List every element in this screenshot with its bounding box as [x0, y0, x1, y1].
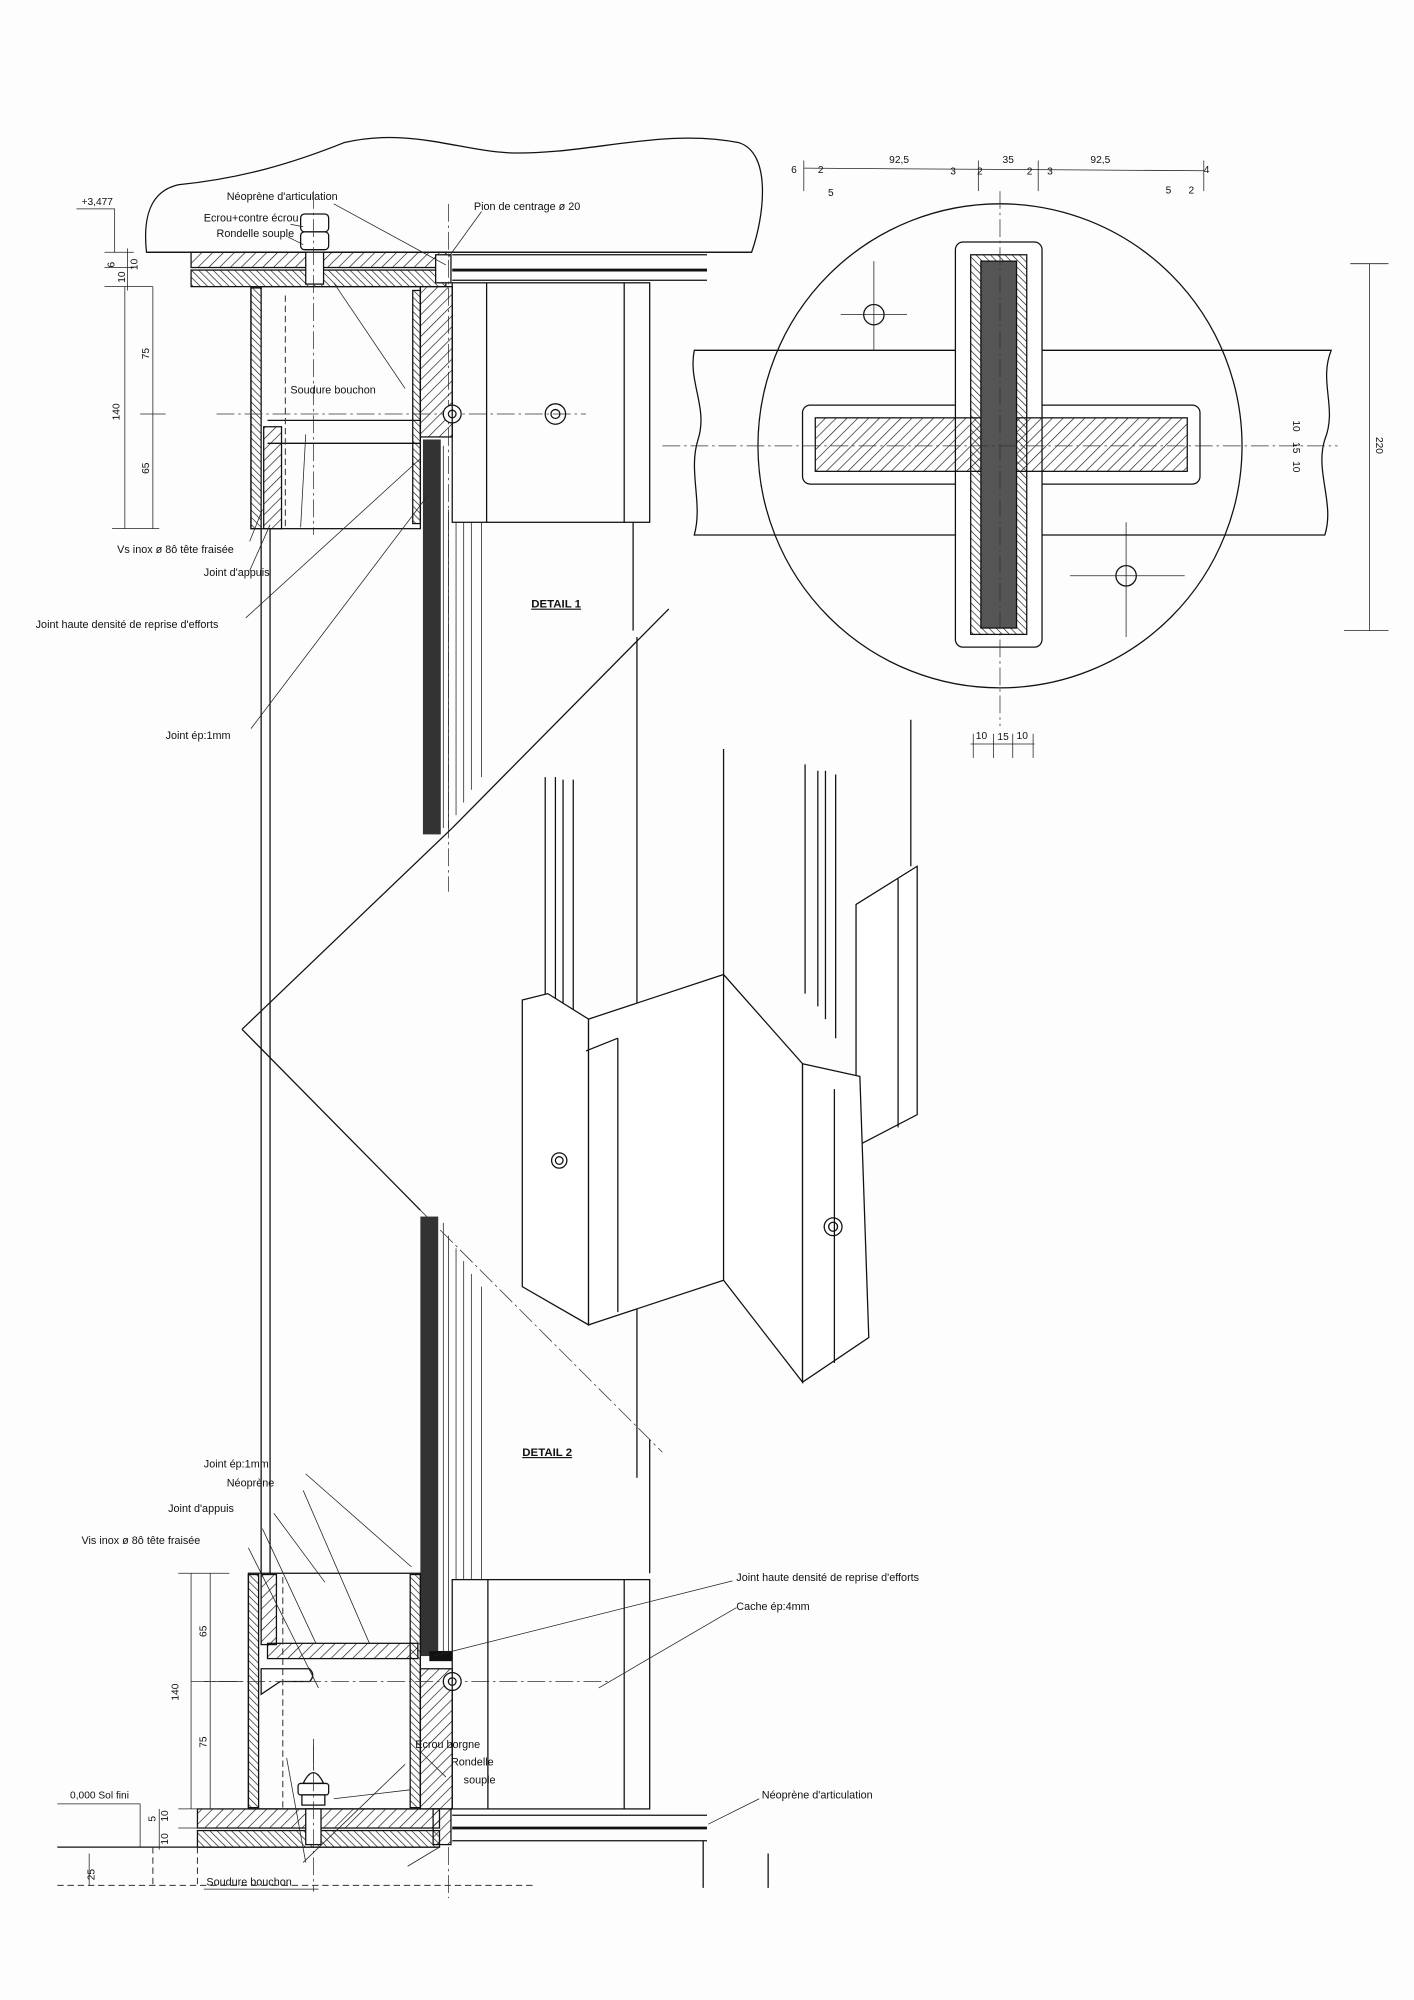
label-joint-1mm: Joint ép:1mm	[204, 1459, 269, 1471]
label-cache: Cache ép:4mm	[736, 1601, 809, 1613]
glass-stack	[420, 439, 482, 1657]
ground-level: 0,000 Sol fini	[70, 1791, 129, 1802]
dim-label: 3	[950, 167, 956, 178]
dim-label: 5	[828, 188, 834, 199]
dim-label: 92,5	[1090, 155, 1110, 166]
centerline-mark	[840, 261, 1185, 637]
label-joint-hd: Joint haute densité de reprise d'efforts	[736, 1572, 919, 1584]
dim-label: 10	[130, 258, 141, 270]
label-vis: Vs inox ø 8ô tête fraisée	[117, 544, 234, 556]
label-souple: souple	[464, 1774, 496, 1786]
label-neoprene-art: Néoprène d'articulation	[762, 1790, 873, 1802]
label-rondelle: Rondelle souple	[217, 228, 295, 240]
label-neoprene: Néoprène d'articulation	[227, 191, 338, 203]
label-ecrou-borgne: Ecrou borgne	[415, 1739, 480, 1751]
label-neoprene: Néoprène	[227, 1478, 274, 1490]
dim-label: 35	[1003, 155, 1015, 166]
beam-strip	[692, 349, 1333, 536]
detail1-cache-box	[451, 282, 651, 523]
dim-label: 65	[141, 462, 152, 474]
column-wall-left	[250, 287, 262, 530]
dim-label: 10	[976, 731, 988, 742]
dim-label: 2	[1027, 167, 1033, 178]
hinge-pin-icon	[823, 1217, 843, 1237]
dim-label: 10	[1290, 420, 1301, 432]
ceiling-outline	[145, 136, 764, 253]
dim-label: 10	[1017, 731, 1029, 742]
dim-label: 140	[112, 403, 123, 420]
isometric-detail	[521, 719, 918, 1385]
dim-label: 3	[1047, 167, 1053, 178]
dim-label: 4	[1204, 165, 1210, 176]
label-ecrou: Ecrou+contre écrou	[204, 213, 299, 225]
dim-label: 10	[1290, 461, 1301, 473]
label-joint-hd: Joint haute densité de reprise d'efforts	[36, 619, 219, 631]
detail2-title: DETAIL 2	[522, 1447, 572, 1459]
dim-label: 2	[1189, 186, 1195, 197]
label-pion: Pion de centrage ø 20	[474, 201, 580, 213]
label-joint-appuis: Joint d'appuis	[168, 1503, 234, 1515]
bolt-icon	[299, 213, 330, 285]
dim-label: 10	[117, 271, 128, 283]
detail1-title: DETAIL 1	[531, 599, 581, 611]
dim-label: 2	[818, 165, 824, 176]
dim-label: 6	[791, 165, 797, 176]
dim-label: 5	[1166, 186, 1172, 197]
label-joint-appuis: Joint d'appuis	[204, 567, 270, 579]
dim-label: 15	[1290, 442, 1301, 454]
dim-label: 75	[198, 1736, 209, 1748]
dim-label: 65	[198, 1625, 209, 1637]
label-rondelle: Rondelle	[451, 1757, 494, 1769]
bottom-section: 140 65 75 5 10 10 25 0,000 Sol fini DETA…	[57, 1447, 920, 1899]
detail1-plan: 6 2 5 92,5 3 2 35 2 3 92,5 4 5 2 10 15 1…	[662, 155, 1389, 758]
top-section: +3,477 6 10 10 140 75 65 Néoprène d'arti…	[36, 136, 764, 1657]
dim-label: 10	[160, 1810, 171, 1822]
dim-label: 140	[170, 1683, 181, 1700]
label-joint-1mm: Joint ép:1mm	[166, 730, 231, 742]
label-vis: Vis inox ø 8ô tête fraisée	[82, 1535, 201, 1547]
dim-label: 2	[977, 167, 983, 178]
detail2-cache-box	[451, 1578, 651, 1810]
dim-220: 220	[1373, 437, 1384, 454]
dim-label: 6	[107, 262, 118, 268]
dim-label: 15	[997, 732, 1009, 743]
dim-label: 5	[147, 1816, 158, 1822]
hinge-pin-icon	[544, 403, 567, 425]
dim-label: 10	[160, 1833, 171, 1845]
neoprene-plate	[266, 1642, 419, 1660]
cache-block	[419, 285, 453, 438]
dim-label: 92,5	[889, 155, 909, 166]
dim-label: 75	[141, 348, 152, 360]
hinge-pin-icon	[550, 1152, 568, 1169]
label-soudure: Soudure bouchon	[206, 1876, 291, 1888]
label-soudure: Soudure bouchon	[290, 385, 375, 397]
top-level: +3,477	[82, 197, 114, 208]
dim-label: 25	[86, 1869, 97, 1881]
